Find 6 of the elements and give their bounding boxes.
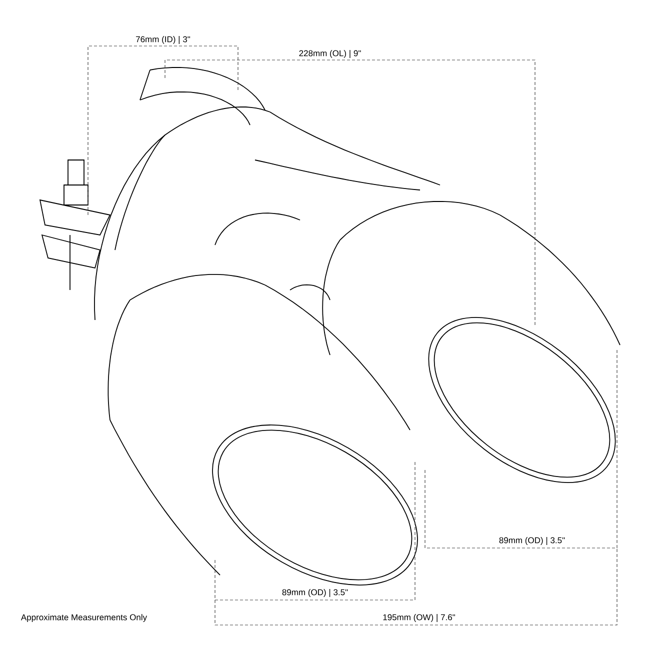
- dimension-label: 195mm (OW) | 7.6": [382, 613, 456, 623]
- dimension-label: 89mm (OD) | 3.5": [280, 588, 350, 598]
- dimension-label: 228mm (OL) | 9": [298, 49, 362, 59]
- dimension-label: 76mm (ID) | 3": [134, 35, 192, 45]
- dimension-label: 89mm (OD) | 3.5": [498, 536, 566, 546]
- note-text: Approximate Measurements Only: [20, 614, 148, 622]
